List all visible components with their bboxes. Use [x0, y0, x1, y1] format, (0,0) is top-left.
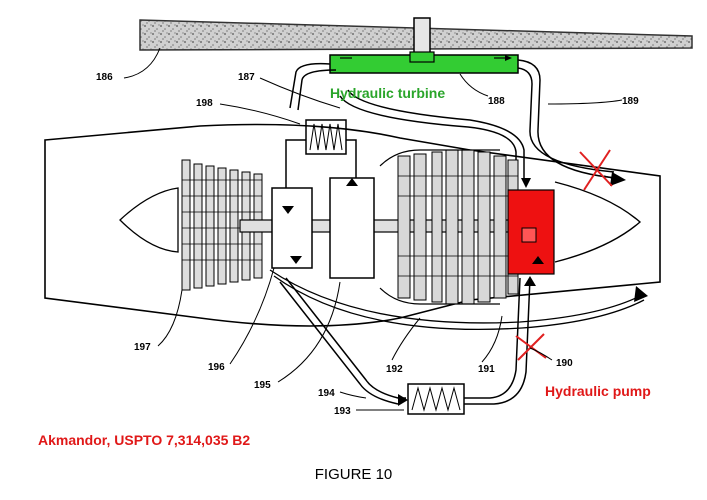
ref-191: 191: [478, 364, 495, 375]
line-187: [289, 62, 331, 109]
ref-190: 190: [556, 358, 573, 369]
box-195: [329, 177, 375, 279]
nacelle: [44, 123, 661, 327]
hydraulic-pump-label: Hydraulic pump: [545, 383, 651, 399]
patent-credit-label: Akmandor, USPTO 7,314,035 B2: [38, 432, 251, 448]
cross-mark-189: [579, 149, 613, 191]
turbine-blades: [397, 149, 519, 305]
figure-caption: FIGURE 10: [314, 466, 393, 483]
ref-194: 194: [318, 388, 335, 399]
spinner: [119, 187, 179, 253]
ref-188: 188: [488, 96, 505, 107]
ref-189: 189: [622, 96, 639, 107]
ref-198: 198: [196, 98, 213, 109]
ref-196: 196: [208, 362, 225, 373]
ref-187: 187: [238, 72, 255, 83]
ref-197: 197: [134, 342, 151, 353]
ref-195: 195: [254, 380, 271, 391]
line-194: [285, 277, 406, 399]
ref-192: 192: [386, 364, 403, 375]
line-189: [517, 59, 617, 179]
box-196: [271, 187, 313, 269]
cross-mark-190: [515, 333, 547, 361]
exhaust-cone: [554, 181, 642, 263]
ref-193: 193: [334, 406, 351, 417]
ref-186: 186: [96, 72, 113, 83]
hydraulic-turbine-label: Hydraulic turbine: [330, 85, 446, 101]
